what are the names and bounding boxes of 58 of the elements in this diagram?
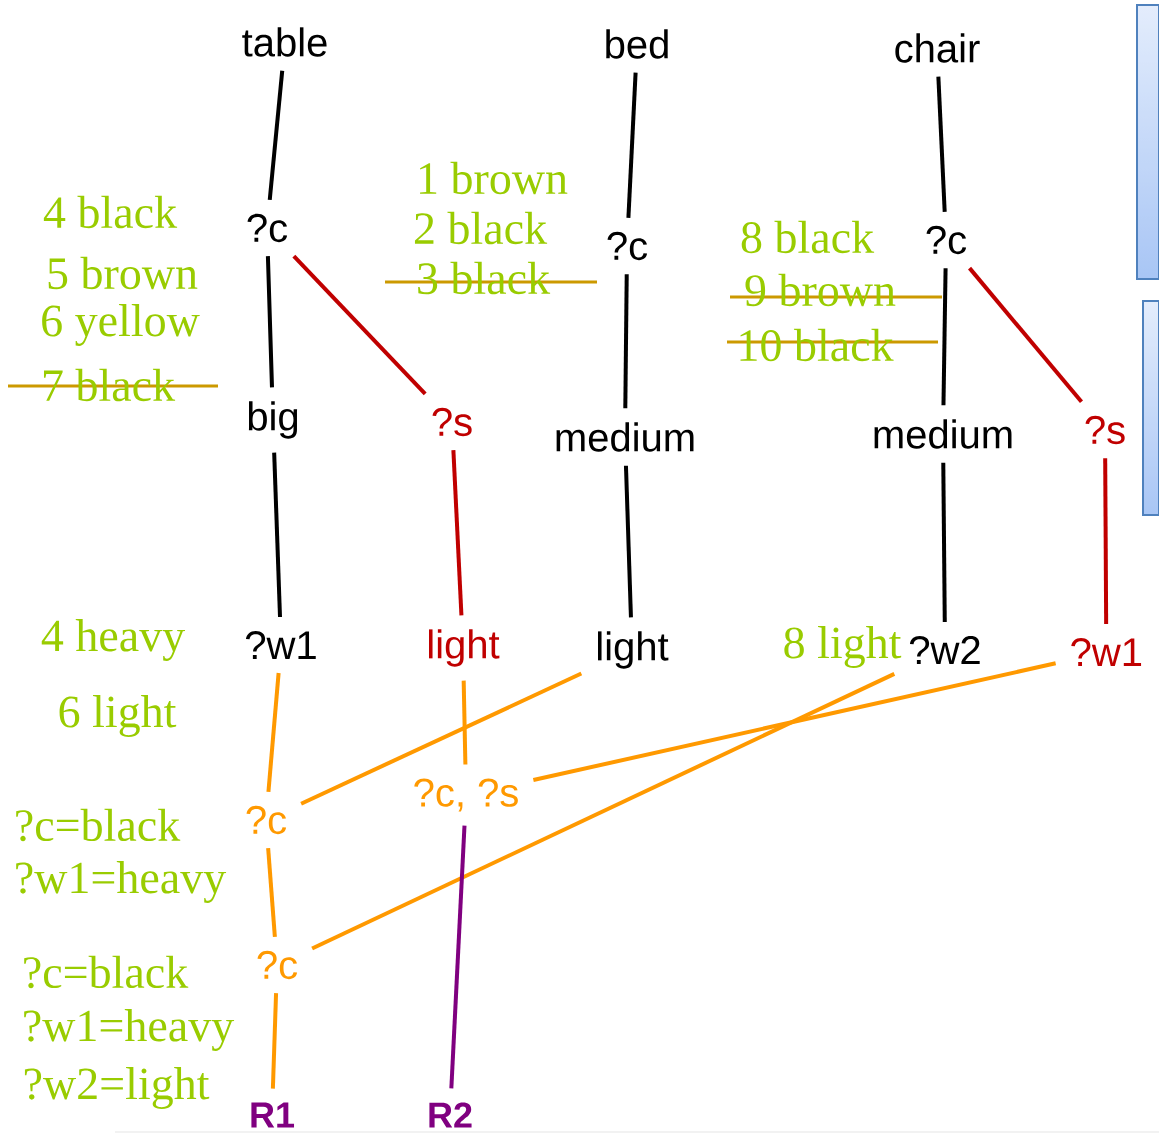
connector-line bbox=[300, 671, 583, 806]
note-text: 6 light bbox=[59, 695, 177, 737]
note-text: ?w1=heavy bbox=[16, 861, 227, 903]
node-label: bed bbox=[606, 29, 668, 59]
connector-line bbox=[311, 672, 896, 951]
node-label: ?c bbox=[247, 213, 288, 243]
connector-line bbox=[941, 462, 947, 623]
note-text: 5 brown bbox=[48, 256, 198, 290]
note-text: ?w2=light bbox=[24, 1067, 210, 1109]
connector-line bbox=[272, 452, 282, 618]
node-label: ?s bbox=[1085, 415, 1125, 445]
note-text: 2 black bbox=[414, 211, 548, 245]
connector-line bbox=[270, 993, 279, 1089]
connector-line bbox=[461, 680, 468, 765]
rule-label: R1 bbox=[251, 1102, 295, 1128]
note-text: ?w1=heavy bbox=[24, 1009, 235, 1051]
connector-line bbox=[266, 848, 277, 937]
node-label: ?c bbox=[926, 225, 967, 255]
connector-line bbox=[968, 266, 1083, 404]
panel bbox=[1142, 300, 1159, 516]
connector-line bbox=[449, 825, 467, 1089]
node-label: big bbox=[248, 401, 298, 439]
node-label: chair bbox=[895, 33, 980, 63]
connector-line bbox=[623, 274, 629, 409]
node-label: light bbox=[429, 629, 500, 667]
connector-line bbox=[1103, 458, 1109, 625]
connector-line bbox=[267, 70, 285, 201]
node-label: light bbox=[598, 631, 669, 669]
note-text: 4 black bbox=[43, 195, 178, 229]
connector-line bbox=[936, 76, 947, 212]
connector-line bbox=[941, 268, 948, 406]
connector-line bbox=[266, 672, 281, 793]
node-label: ?c bbox=[246, 805, 287, 835]
note-text: 1 brown bbox=[420, 161, 568, 195]
node-label: ?c bbox=[607, 231, 648, 261]
note-text: 8 light bbox=[784, 626, 902, 668]
node-label: medium bbox=[874, 419, 1012, 449]
connector-line bbox=[451, 450, 464, 616]
node-label: ?c, ?s bbox=[414, 778, 518, 812]
note-text: 4 heavy bbox=[41, 619, 185, 661]
node-label: ?c bbox=[257, 950, 298, 980]
note-text: ?c=black bbox=[24, 955, 189, 989]
node-label: ?w2 bbox=[909, 636, 980, 664]
panel bbox=[1136, 4, 1159, 280]
node-label: ?w1 bbox=[245, 631, 316, 659]
note-text: ?c=black bbox=[16, 808, 181, 842]
node-label: ?w1 bbox=[1071, 638, 1142, 666]
note-text: 6 yellow bbox=[42, 304, 200, 346]
node-label: table bbox=[242, 27, 327, 57]
node-label: ?s bbox=[432, 407, 472, 437]
connector-line bbox=[626, 72, 638, 218]
node-label: medium bbox=[556, 422, 694, 452]
connector-line bbox=[292, 254, 427, 396]
connector-line bbox=[623, 465, 633, 618]
connector-line bbox=[265, 256, 274, 388]
note-text: 8 black bbox=[741, 220, 875, 254]
rule-label: R2 bbox=[429, 1102, 472, 1128]
connector-line bbox=[532, 661, 1057, 782]
